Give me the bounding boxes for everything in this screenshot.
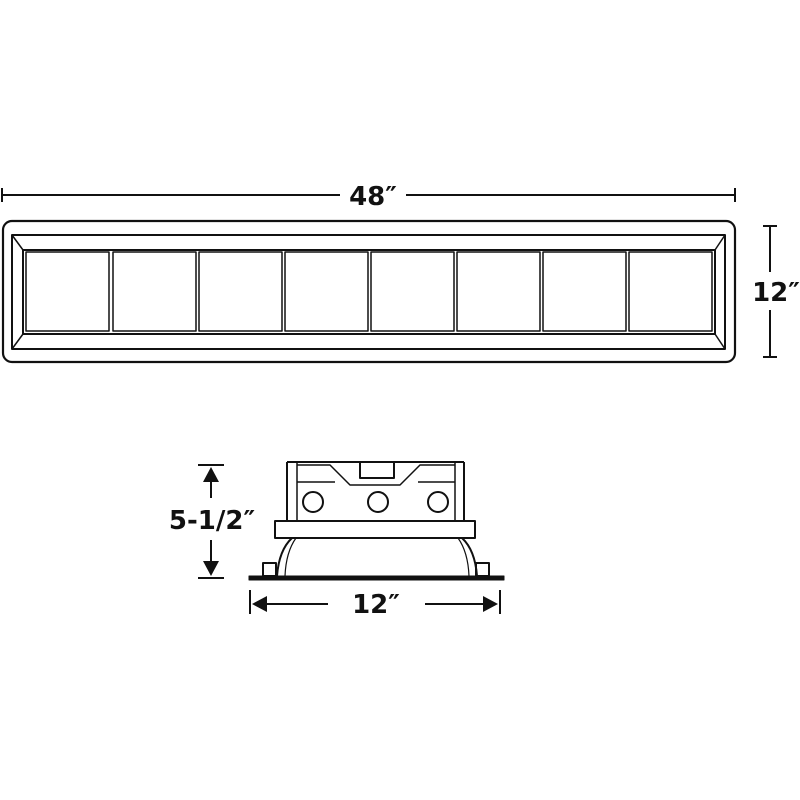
mounting-plate: [274, 520, 476, 539]
louver-cell: [628, 251, 713, 332]
dimension-width-label: 12″: [352, 590, 400, 620]
arrow-left-icon: [252, 596, 267, 612]
louver-cell: [370, 251, 455, 332]
arrow-up-icon: [203, 467, 219, 482]
dimension-height-label: 5-1/2″: [169, 506, 255, 536]
base-flange: [248, 575, 505, 581]
louver-cell: [198, 251, 283, 332]
left-foot: [262, 562, 277, 577]
outer-frame: [1, 219, 737, 364]
dimension-12-depth-line: [763, 225, 777, 358]
dimension-height-line: [198, 464, 224, 579]
arrow-right-icon: [483, 596, 498, 612]
dimension-12-depth-label: 12″: [752, 278, 800, 308]
louver-cell: [25, 251, 110, 332]
louver-cell: [456, 251, 541, 332]
junction-cap: [359, 461, 395, 479]
top-view: [1, 188, 777, 364]
dimension-width-line: [249, 590, 501, 614]
louver-cell: [542, 251, 627, 332]
side-view: [198, 461, 505, 614]
louver-cells: [25, 251, 713, 332]
louver-cell: [284, 251, 369, 332]
dimension-48-line: [1, 188, 736, 202]
bevel-corners: [11, 234, 726, 350]
knockout-circle: [427, 491, 449, 513]
reflector: [276, 537, 478, 577]
inner-trim: [11, 234, 726, 350]
bevel-edge: [22, 249, 716, 335]
housing-box: [286, 461, 465, 521]
right-foot: [475, 562, 490, 577]
arrow-down-icon: [203, 561, 219, 576]
dimension-48-label: 48″: [349, 182, 397, 212]
knockout-circle: [302, 491, 324, 513]
knockouts: [302, 491, 449, 513]
knockout-circle: [367, 491, 389, 513]
louver-cell: [112, 251, 197, 332]
